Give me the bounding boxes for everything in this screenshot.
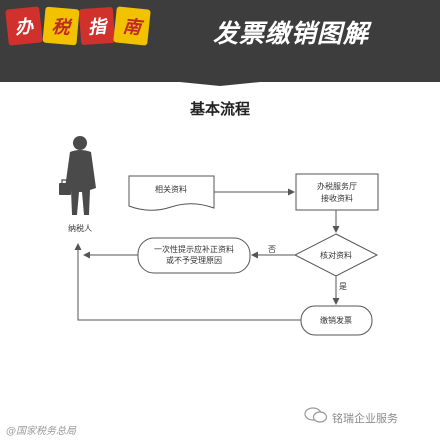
yes-label: 是	[339, 282, 347, 291]
verify-label: 核对资料	[320, 250, 352, 260]
wechat-icon	[304, 407, 328, 423]
office-receive-label-2: 接收资料	[321, 193, 353, 203]
related-materials-label: 相关资料	[155, 184, 187, 194]
notice-label-1: 一次性提示应补正资料	[154, 244, 234, 254]
taxpayer-label: 纳税人	[68, 223, 92, 233]
related-materials-document	[128, 175, 215, 211]
page-title: 发票缴销图解	[212, 19, 369, 48]
cancel-invoice-label: 缴销发票	[320, 315, 352, 325]
office-receive-box	[295, 173, 379, 211]
watermark-right: 铭瑞企业服务	[332, 412, 398, 425]
arrow-cancel-to-taxpayer	[74, 243, 301, 321]
businessman-silhouette-icon	[59, 136, 96, 215]
no-label: 否	[268, 245, 276, 254]
notice-label-2: 或不予受理原因	[166, 255, 222, 265]
header-bottom-edge	[0, 60, 440, 86]
section-title: 基本流程	[189, 100, 250, 118]
office-receive-label-1: 办税服务厅	[317, 181, 357, 191]
watermark-left: @国家税务总局	[6, 426, 76, 437]
